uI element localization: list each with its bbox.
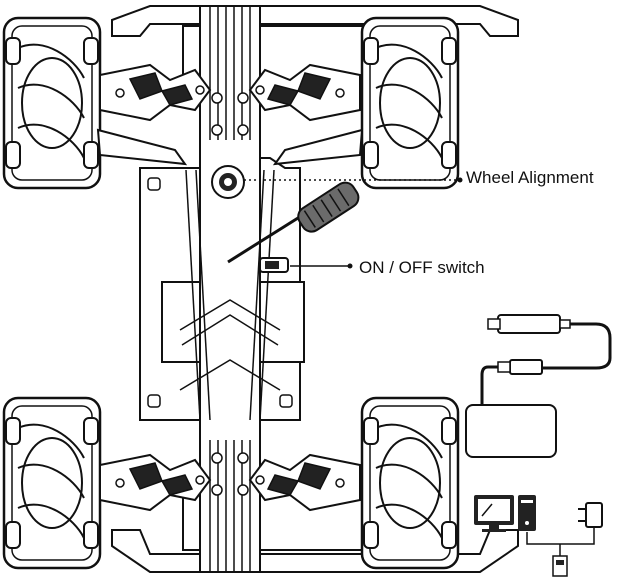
suspension-arms [96, 64, 364, 511]
battery-pack-icon [465, 404, 557, 458]
screwdriver-icon [227, 181, 360, 264]
usb-plug-icon [526, 528, 595, 577]
wall-adapter-icon [578, 502, 603, 528]
center-spine [199, 5, 261, 573]
chassis-struts [179, 169, 281, 421]
on-off-switch[interactable] [259, 257, 289, 273]
computer-icon [474, 495, 536, 532]
on-off-switch-label: ON / OFF switch [359, 258, 485, 277]
usb-cable-icon [480, 314, 612, 405]
wheel-alignment-label: Wheel Alignment [466, 168, 594, 187]
wheel-alignment-dial[interactable] [211, 165, 245, 199]
